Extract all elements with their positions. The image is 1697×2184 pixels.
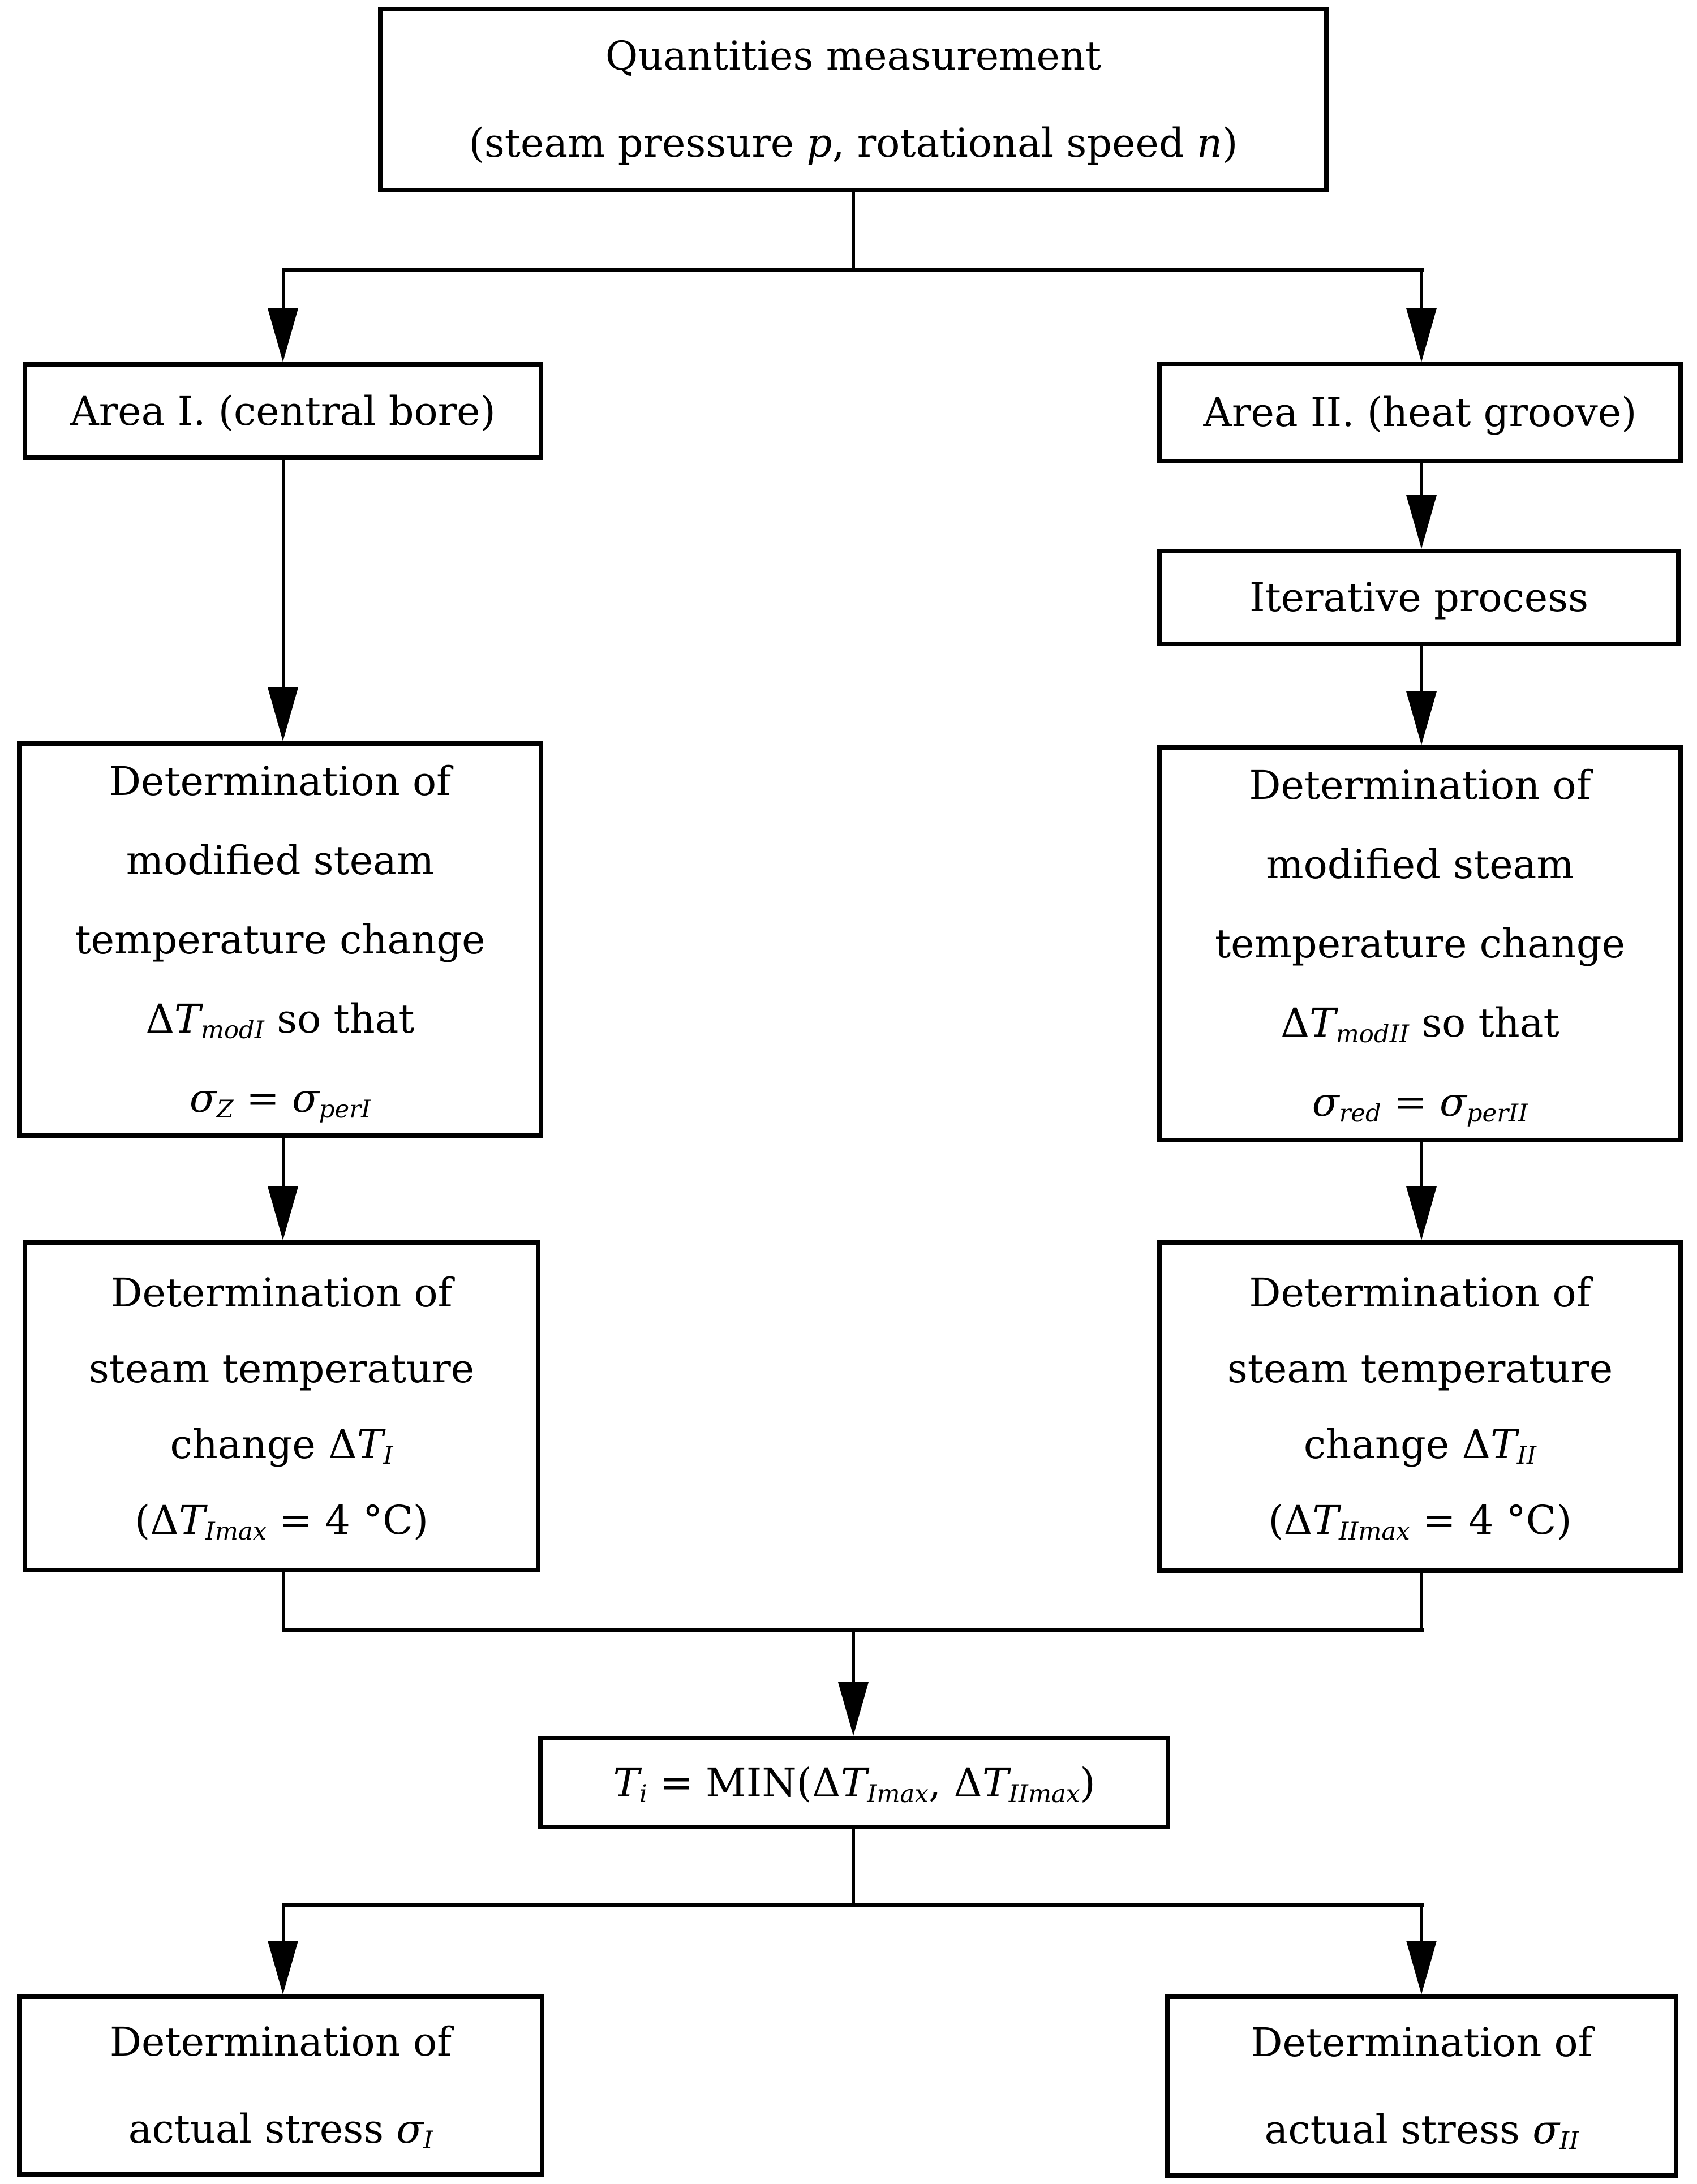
box-area-1-label: Area I. (central bore): [70, 388, 496, 435]
connector-mod-2-to-dt-2-line: [1420, 1142, 1423, 1189]
arrowhead-to-stress-1: [268, 1941, 298, 1994]
box-min-formula: Ti = MIN(ΔTImax, ΔTIImax): [538, 1736, 1170, 1829]
arrowhead-to-dt-2: [1406, 1186, 1437, 1240]
connector-to-area-1-line: [282, 270, 285, 323]
connector-top-split-bar: [282, 268, 1424, 272]
arrowhead-to-dt-1: [268, 1186, 298, 1240]
connector-iterative-to-mod-2-line: [1420, 646, 1423, 697]
arrowhead-to-stress-2: [1406, 1941, 1437, 1994]
connector-dt-2-merge-line: [1420, 1573, 1423, 1632]
box-iterative-process-label: Iterative process: [1249, 574, 1589, 621]
connector-to-stress-2-line: [1420, 1905, 1423, 1944]
connector-merge-bar: [282, 1628, 1424, 1632]
arrowhead-to-min: [838, 1682, 869, 1736]
connector-merge-to-min-line: [852, 1632, 855, 1686]
arrowhead-to-area-2: [1406, 308, 1437, 362]
box-area-2-label: Area II. (heat groove): [1203, 389, 1637, 436]
connector-to-area-2-line: [1420, 270, 1423, 323]
box-iterative-process: Iterative process: [1157, 549, 1681, 646]
box-area-1-central-bore: Area I. (central bore): [23, 362, 543, 460]
connector-top-stem: [852, 192, 855, 270]
arrowhead-to-mod-2: [1406, 691, 1437, 745]
arrowhead-to-mod-1: [268, 687, 298, 741]
connector-mod-1-to-dt-1-line: [282, 1138, 285, 1189]
connector-area-2-to-iterative-line: [1420, 463, 1423, 506]
box-quantities-measurement: Quantities measurement(steam pressure p,…: [378, 7, 1329, 192]
connector-bottom-split-bar: [282, 1903, 1424, 1907]
arrowhead-to-area-1: [268, 308, 298, 362]
connector-dt-1-merge-line: [282, 1572, 285, 1632]
box-area-2-heat-groove: Area II. (heat groove): [1157, 362, 1683, 463]
connector-area-1-to-mod-1-line: [282, 460, 285, 696]
connector-min-stem: [852, 1829, 855, 1905]
connector-to-stress-1-line: [282, 1905, 285, 1944]
arrowhead-to-iterative: [1406, 495, 1437, 549]
